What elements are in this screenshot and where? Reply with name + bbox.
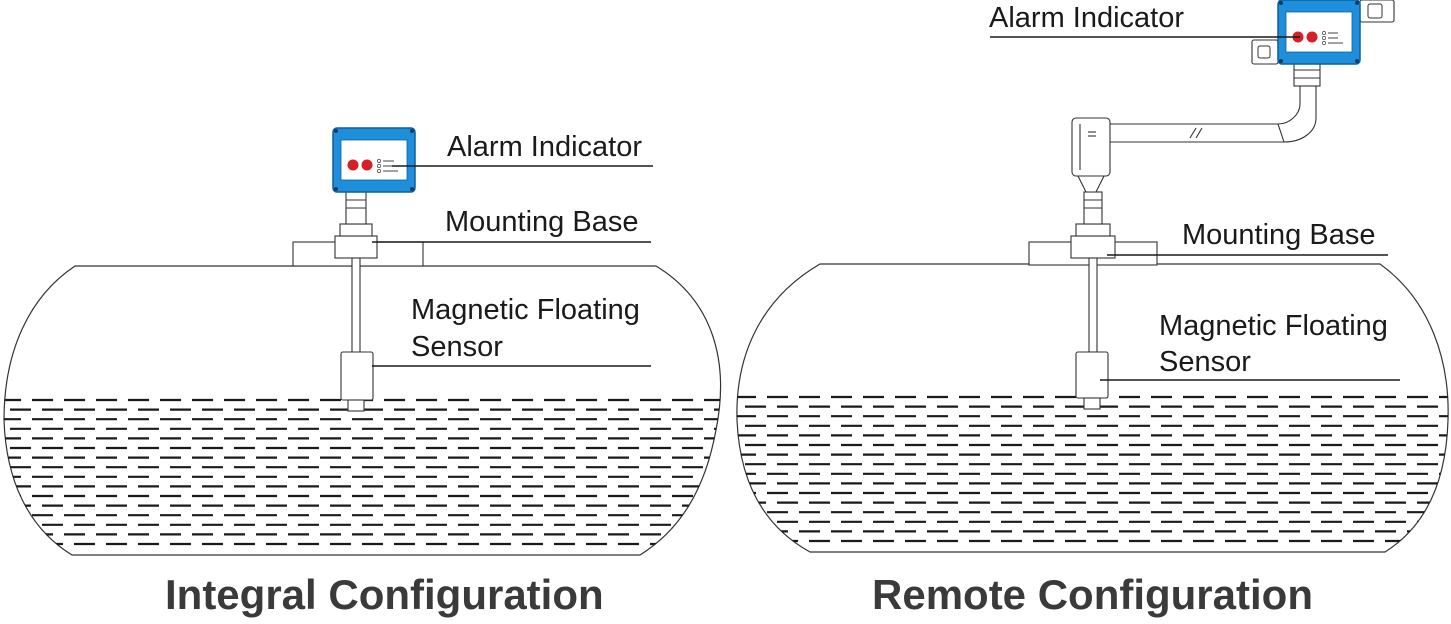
remote-probe <box>1083 191 1103 353</box>
integral-mounting-base-label: Mounting Base <box>445 206 639 238</box>
remote-sensor-label-line2: Sensor <box>1159 346 1251 378</box>
remote-alarm-box <box>1251 0 1395 65</box>
integral-sensor-label-line1: Magnetic Floating <box>411 294 640 326</box>
remote-liquid <box>736 395 1449 543</box>
integral-leader-lines <box>372 165 653 367</box>
remote-sensor-label-line1: Magnetic Floating <box>1159 310 1388 342</box>
integral-alarm-box <box>332 127 416 193</box>
remote-mounting-base-label: Mounting Base <box>1182 219 1376 251</box>
remote-float-sensor <box>1075 351 1109 410</box>
remote-cable-conduit <box>1110 61 1321 143</box>
integral-caption: Integral Configuration <box>165 571 604 618</box>
remote-junction-box <box>1071 117 1111 193</box>
integral-probe <box>345 191 367 354</box>
integral-alarm-indicator-label: Alarm Indicator <box>447 131 643 163</box>
integral-float-sensor <box>340 351 374 412</box>
remote-leader-lines <box>990 36 1400 381</box>
remote-alarm-indicator-label: Alarm Indicator <box>989 2 1185 34</box>
integral-sensor-label-line2: Sensor <box>411 331 503 363</box>
remote-caption: Remote Configuration <box>872 571 1313 618</box>
